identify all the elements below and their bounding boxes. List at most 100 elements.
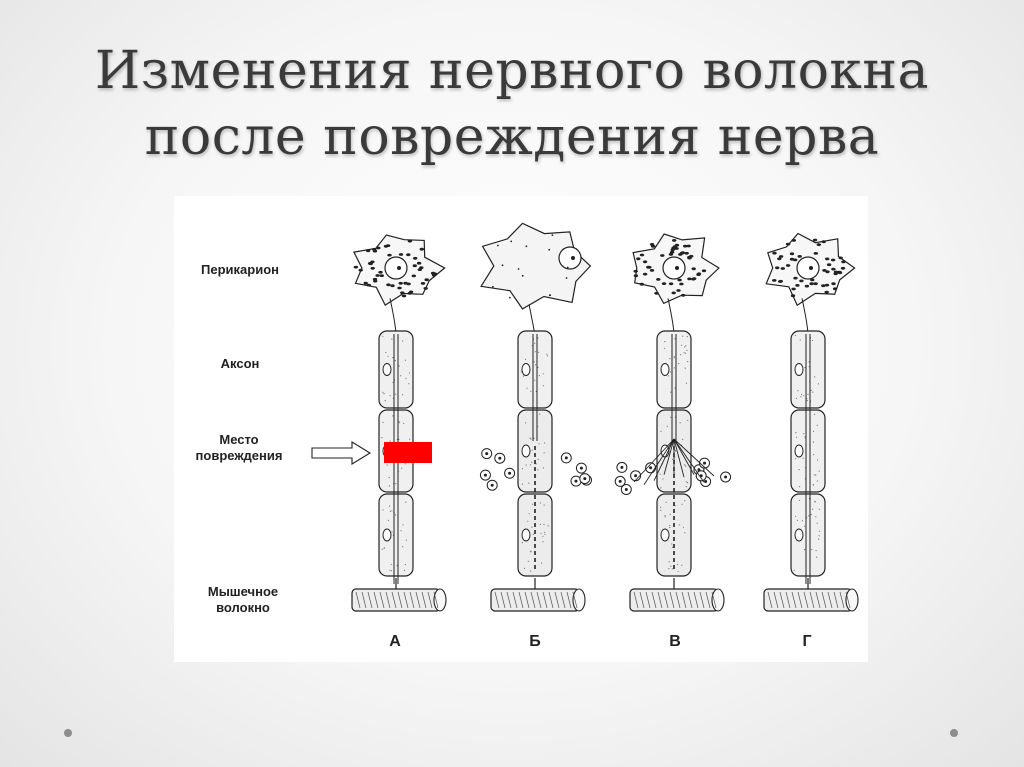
stipple-a	[382, 336, 383, 337]
nissl-granule-b	[549, 294, 551, 296]
nissl-granule-v	[678, 253, 682, 256]
stipple-v	[683, 527, 684, 528]
stipple-v	[680, 354, 681, 355]
nissl-granule-v	[669, 253, 673, 256]
stipple-g	[818, 539, 819, 540]
stipple-g	[796, 398, 797, 399]
stipple-g	[815, 516, 816, 517]
nissl-granule-a	[367, 284, 371, 287]
nissl-granule-g	[791, 288, 795, 291]
nissl-granule-v	[634, 274, 638, 277]
stipple-a	[391, 570, 392, 571]
nissl-granule-v	[643, 273, 647, 276]
stipple-g	[811, 549, 812, 550]
stipple-v	[665, 516, 666, 517]
stipple-v	[687, 336, 688, 337]
label-injury-line-1: Место	[174, 432, 304, 448]
stipple-a	[405, 463, 406, 464]
nissl-granule-v	[691, 278, 695, 281]
macrophage-core-v	[724, 476, 727, 479]
nissl-granule-g	[781, 267, 785, 270]
schwann-nucleus-b	[522, 529, 530, 541]
stipple-g	[799, 469, 800, 470]
stipple-v	[664, 341, 665, 342]
stipple-b	[525, 359, 526, 360]
stipple-v	[682, 504, 683, 505]
stipple-a	[402, 394, 403, 395]
stipple-v	[685, 345, 686, 346]
nissl-granule-g	[790, 258, 794, 261]
stipple-v	[660, 487, 661, 488]
nissl-granule-a	[417, 262, 421, 265]
stipple-a	[390, 441, 391, 442]
stipple-b	[531, 527, 532, 528]
nissl-granule-g	[772, 279, 776, 282]
nissl-granule-g	[786, 243, 790, 246]
stipple-a	[389, 477, 390, 478]
stipple-g	[799, 486, 800, 487]
label-muscle-line-2: волокно	[178, 600, 308, 616]
stipple-g	[808, 515, 809, 516]
stipple-b	[539, 443, 540, 444]
schwann-nucleus-g	[795, 529, 803, 541]
stipple-b	[522, 484, 523, 485]
nissl-granule-a	[421, 282, 425, 285]
column-label-v: В	[655, 633, 695, 651]
stipple-a	[398, 421, 399, 422]
stipple-a	[409, 372, 410, 373]
stipple-v	[685, 353, 686, 354]
nissl-granule-v	[672, 292, 676, 295]
title-line-2: после повреждения нерва	[0, 104, 1024, 170]
stipple-a	[392, 357, 393, 358]
nissl-granule-g	[839, 257, 843, 260]
stipple-b	[543, 373, 544, 374]
stipple-g	[802, 520, 803, 521]
nissl-granule-g	[793, 277, 797, 280]
macrophage-core-v	[619, 480, 622, 483]
nissl-granule-g	[834, 271, 838, 274]
nissl-granule-v	[687, 278, 691, 281]
macrophage-core-v	[704, 480, 707, 483]
nissl-granule-a	[399, 253, 403, 256]
stipple-g	[814, 474, 815, 475]
stipple-a	[404, 570, 405, 571]
macrophage-core-v	[649, 466, 652, 469]
nissl-granule-g	[825, 270, 829, 273]
nissl-granule-g	[822, 240, 826, 243]
nerve-injury-figure: Перикарион Аксон Место повреждения Мышеч…	[174, 196, 868, 662]
nissl-granule-v	[662, 282, 666, 285]
stipple-v	[686, 350, 687, 351]
stipple-g	[813, 431, 814, 432]
stipple-b	[544, 442, 545, 443]
schwann-nucleus-b	[522, 445, 530, 457]
nissl-granule-g	[809, 282, 813, 285]
stipple-b	[544, 452, 545, 453]
stipple-g	[819, 531, 820, 532]
stipple-v	[660, 474, 661, 475]
stipple-a	[395, 360, 396, 361]
stipple-b	[522, 468, 523, 469]
stipple-g	[817, 459, 818, 460]
stipple-v	[670, 417, 671, 418]
stipple-b	[527, 521, 528, 522]
nissl-granule-a	[373, 278, 377, 281]
stipple-b	[535, 364, 536, 365]
schwann-nucleus-b	[522, 364, 530, 376]
stipple-b	[544, 505, 545, 506]
nissl-granule-b	[497, 245, 499, 247]
stipple-v	[684, 500, 685, 501]
nissl-granule-a	[368, 262, 372, 265]
nissl-granule-v	[677, 279, 681, 282]
stipple-g	[817, 425, 818, 426]
stipple-g	[795, 516, 796, 517]
nissl-granule-g	[825, 291, 829, 294]
stipple-g	[818, 383, 819, 384]
stipple-a	[392, 415, 393, 416]
stipple-b	[534, 380, 535, 381]
nissl-granule-v	[679, 283, 683, 286]
nissl-granule-v	[656, 278, 660, 281]
stipple-v	[687, 482, 688, 483]
stipple-v	[687, 361, 688, 362]
nissl-granule-v	[634, 270, 638, 273]
stipple-v	[679, 524, 680, 525]
